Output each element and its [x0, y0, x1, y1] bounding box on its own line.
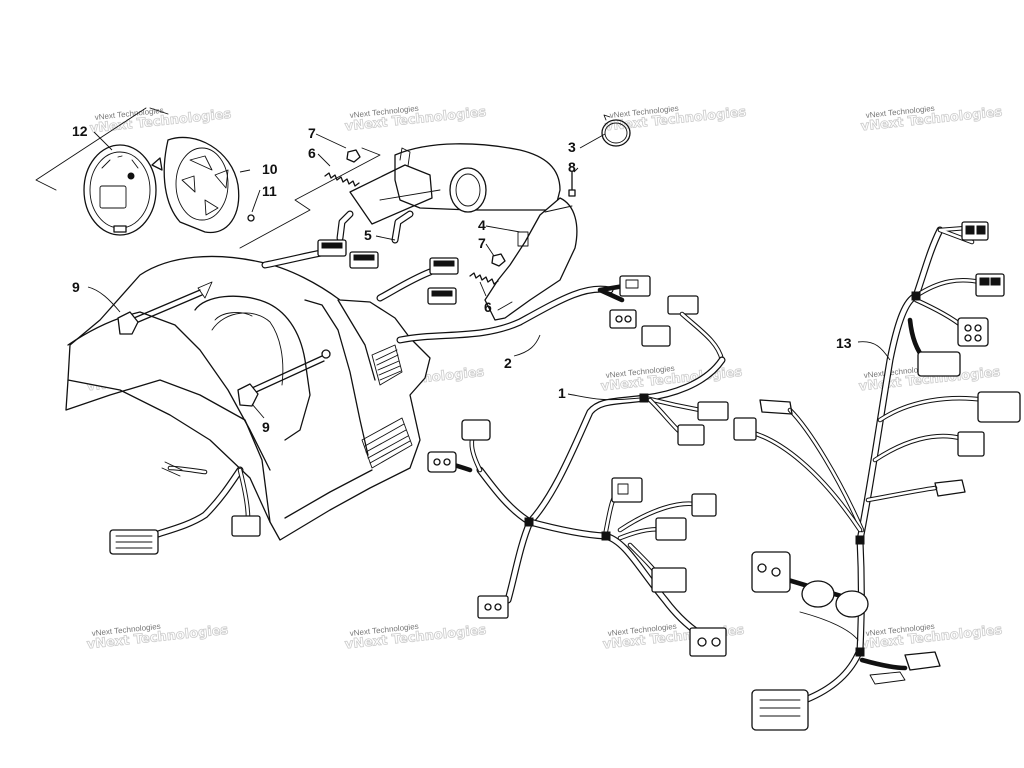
vent-grille-lower: [361, 417, 413, 469]
callout-2: 2: [504, 355, 512, 371]
callout-1: 1: [558, 385, 566, 401]
instrument-gauge: [83, 144, 163, 236]
watermark-10: vNext Technologies vNext Technologies: [344, 622, 488, 653]
callout-9-lower: 9: [262, 419, 270, 435]
hose-elbows: [336, 210, 414, 244]
left-harness: [109, 461, 261, 555]
callout-6-upper: 6: [308, 145, 316, 161]
bezel-screw: [247, 214, 255, 222]
callout-leaders: [87, 131, 891, 419]
spring-lower: [469, 272, 499, 285]
gauge-bezel: [163, 136, 240, 234]
callout-4: 4: [478, 217, 486, 233]
pin-8: [568, 171, 576, 197]
watermark-2: vNext Technologies vNext Technologies: [344, 104, 488, 135]
callout-9-upper: 9: [72, 279, 80, 295]
dash-harness: [261, 239, 725, 363]
callout-13: 13: [836, 335, 852, 351]
nut-lower: [491, 253, 506, 267]
gauge-cluster: [35, 107, 381, 249]
callout-8: 8: [568, 159, 576, 175]
callout-7-lower: 7: [478, 235, 486, 251]
hose-clamp: [601, 114, 631, 147]
watermark-3: vNext Technologies vNext Technologies: [604, 104, 748, 135]
nut-upper: [346, 149, 361, 163]
watermark-1: vNext Technologies vNext Technologies: [89, 106, 233, 137]
side-panel: [484, 197, 578, 321]
callout-3: 3: [568, 139, 576, 155]
watermark-4: vNext Technologies vNext Technologies: [860, 104, 1004, 135]
callout-5: 5: [364, 227, 372, 243]
watermark-9: vNext Technologies vNext Technologies: [86, 622, 230, 653]
spring-upper: [324, 172, 360, 187]
mount-bolt-upper: [117, 289, 203, 335]
callout-6-lower: 6: [484, 299, 492, 315]
dash-logo-mark: [197, 281, 213, 299]
callout-labels: 12 10 11 7 6 3 8 4 7 5 6 9 9 2 1 13: [72, 123, 852, 435]
vent-grille-upper: [371, 344, 403, 386]
callout-12: 11: [262, 183, 277, 199]
callout-7-upper: 7: [308, 125, 316, 141]
callout-10: 12: [72, 123, 88, 139]
watermark-12: vNext Technologies vNext Technologies: [860, 622, 1004, 653]
engine-harness: [733, 221, 1021, 731]
main-harness: [427, 356, 729, 657]
callout-11: 10: [262, 161, 278, 177]
mount-bolt-lower: [237, 349, 331, 407]
rear-cover-assembly: [349, 143, 561, 225]
